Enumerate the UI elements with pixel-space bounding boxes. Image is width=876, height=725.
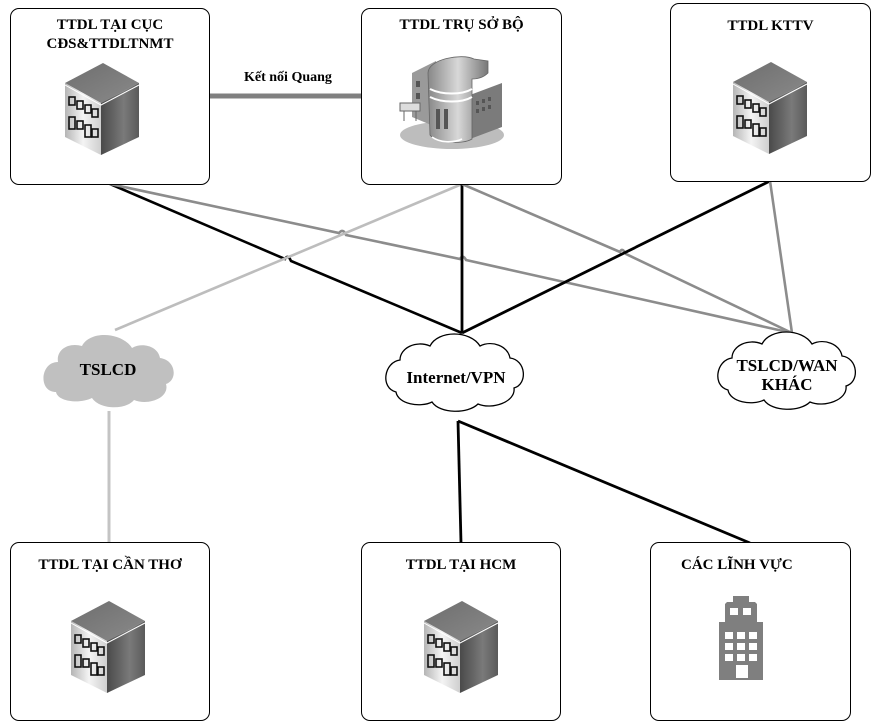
link-internet-hcm: [456, 420, 463, 544]
link-truso-wan: [461, 182, 793, 335]
node-title: TTDL TRỤ SỞ BỘ: [399, 17, 524, 33]
cloud-label-line-2: KHÁC: [761, 375, 813, 394]
node-ttdl-tru-so-bo[interactable]: TTDL TRỤ SỞ BỘ: [361, 8, 562, 185]
cloud-wan-shape: [717, 331, 856, 410]
node-title: TTDL TẠI CỤC CĐS&TTDLTNMT: [11, 16, 209, 54]
office-building-icon: [70, 601, 146, 693]
office-building-icon: [64, 63, 140, 155]
cloud-label-line-1: TSLCD/WAN: [736, 356, 838, 375]
office-building-icon: [732, 62, 808, 154]
cloud-internet-shape: [385, 333, 524, 412]
node-title: TTDL KTTV: [727, 18, 814, 34]
node-ttdl-can-tho[interactable]: TTDL TẠI CẦN THƠ: [10, 542, 210, 721]
node-title: CÁC LĨNH VỰC: [681, 557, 793, 573]
cloud-tslcd[interactable]: TSLCD: [79, 360, 137, 379]
link-kttv-internet: [461, 179, 771, 335]
cloud-internet-vpn[interactable]: Internet/VPN: [406, 368, 506, 387]
node-ttdl-kttv[interactable]: TTDL KTTV: [670, 3, 871, 182]
cloud-tslcd-shape: [43, 334, 174, 408]
node-title: TTDL TẠI HCM: [405, 557, 517, 573]
headquarters-building-icon: [399, 56, 504, 149]
cloud-tslcd-wan-khac[interactable]: TSLCD/WAN KHÁC: [722, 356, 852, 394]
link-internet-linhvuc: [457, 419, 751, 545]
title-line-1: TTDL TẠI CỤC: [56, 17, 164, 33]
node-ttdl-hcm[interactable]: TTDL TẠI HCM: [361, 542, 561, 721]
title-line-2: CĐS&TTDLTNMT: [46, 36, 174, 52]
link-cuc-wan: [109, 182, 793, 335]
node-cac-linh-vuc[interactable]: CÁC LĨNH VỰC: [650, 542, 851, 721]
link-truso-tslcd: [114, 182, 463, 332]
office-building-icon: [423, 601, 499, 693]
link-kttv-wan: [768, 180, 794, 334]
fiber-link-label: Kết nối Quang: [244, 70, 332, 85]
node-title: TTDL TẠI CẦN THƠ: [38, 557, 182, 573]
tower-building-icon: [719, 596, 763, 680]
node-ttdl-cuc[interactable]: TTDL TẠI CỤC CĐS&TTDLTNMT: [10, 8, 210, 185]
